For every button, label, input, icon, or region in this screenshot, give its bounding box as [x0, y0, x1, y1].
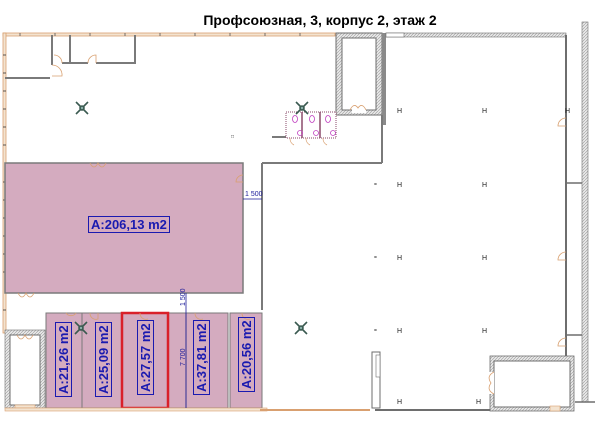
stair-shaft — [335, 32, 386, 125]
svg-text:H: H — [476, 399, 481, 406]
area-label-room-5[interactable]: A:20,56 m2 — [238, 317, 255, 392]
area-label-room-4[interactable]: A:37,81 m2 — [193, 320, 210, 395]
svg-text:H: H — [397, 108, 402, 115]
columns: H H H H H H H H H H H = = = □ — [231, 108, 570, 406]
dimension-corridor: 1 500 — [180, 288, 187, 306]
svg-text:H: H — [397, 328, 402, 335]
svg-text:H: H — [482, 182, 487, 189]
area-label-room-3[interactable]: A:27,57 m2 — [137, 320, 154, 395]
area-label-large-hall[interactable]: A:206,13 m2 — [88, 216, 170, 233]
area-label-room-2[interactable]: A:25,09 m2 — [95, 322, 112, 397]
dimension-room-depth: 7 700 — [180, 348, 187, 366]
interior-walls — [261, 115, 383, 310]
svg-text:H: H — [482, 328, 487, 335]
plan-title: Профсоюзная, 3, корпус 2, этаж 2 — [203, 12, 437, 28]
top-left-rooms — [5, 35, 136, 79]
svg-text:H: H — [397, 182, 402, 189]
svg-text:=: = — [374, 255, 377, 261]
area-label-room-1[interactable]: A:21,26 m2 — [55, 322, 72, 397]
left-stair — [4, 329, 46, 409]
svg-text:□: □ — [231, 134, 234, 140]
facade-bottom — [4, 351, 490, 412]
svg-text:H: H — [482, 255, 487, 262]
svg-text:=: = — [374, 182, 377, 188]
dimension-lines — [185, 198, 262, 408]
doors-top-left — [51, 54, 97, 77]
svg-text:H: H — [397, 255, 402, 262]
room-large-hall[interactable] — [4, 162, 244, 298]
svg-text:H: H — [482, 108, 487, 115]
svg-text:H: H — [397, 399, 402, 406]
service-room — [488, 355, 575, 412]
ceiling-vent-icons — [74, 101, 309, 335]
svg-text:H: H — [565, 108, 570, 115]
dimension-hall-gap: 1 500 — [245, 191, 263, 198]
wc-block — [285, 111, 337, 146]
svg-text:=: = — [374, 328, 377, 334]
right-building — [385, 21, 595, 403]
